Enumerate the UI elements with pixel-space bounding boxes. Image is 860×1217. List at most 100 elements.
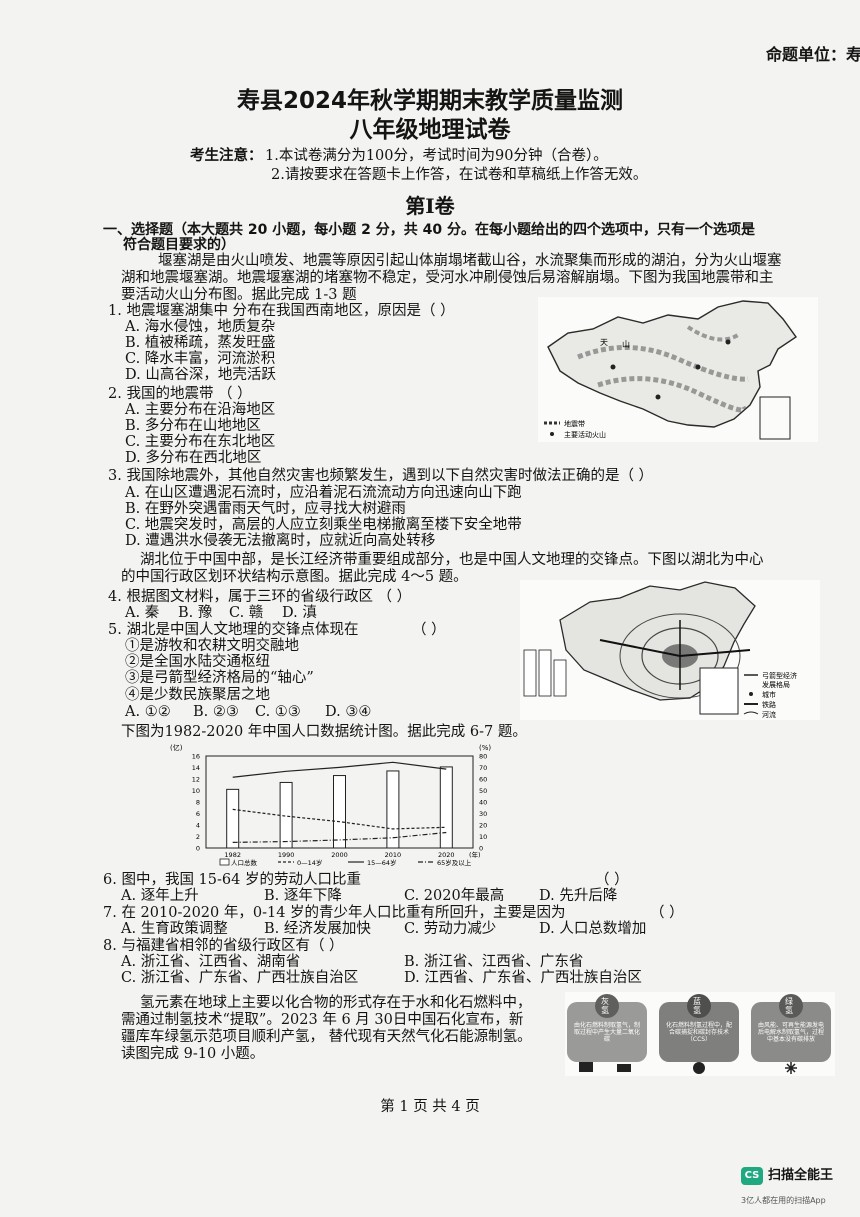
q4-stem: 4. 根据图文材料，属于三环的省级行政区 （ ） [108,589,412,605]
section-heading-cont: 符合题目要求的） [123,237,235,253]
x-tick-label: 2010 [385,851,402,859]
q2-option-a: A. 主要分布在沿海地区 [125,402,276,418]
population-bar [386,770,400,849]
blue-hydrogen-title-2: 氢 [693,1005,701,1015]
watermark-sub: 3亿人都在用的扫描App [741,1196,826,1205]
q4-option-d: D. 滇 [282,605,317,621]
population-bar [333,775,346,849]
series-line-2 [232,761,447,778]
y-right-tick: 30 [479,810,487,818]
q8-option-c: C. 浙江省、广东省、广西壮族自治区 [121,970,359,986]
q4-option-c: C. 赣 [229,605,264,621]
q4-option-b: B. 豫 [178,605,213,621]
y-left-tick: 8 [196,799,200,807]
legend-series-3: 65岁及以上 [437,858,472,867]
q2-option-b: B. 多分布在山地地区 [125,418,261,434]
q7-option-d: D. 人口总数增加 [539,921,647,937]
y-right-unit: (%) [479,744,491,752]
q1-option-a: A. 海水侵蚀，地质复杂 [125,319,276,335]
legend-series-2: 15—64岁 [367,858,397,867]
legend-total: 人口总数 [231,858,258,867]
volume-heading: 第Ⅰ卷 [405,194,455,218]
passage-1-line-3: 要活动火山分布图。据此完成 1-3 题 [121,287,357,303]
y-left-tick: 14 [192,764,200,772]
y-right-tick: 80 [479,753,487,761]
hydrogen-figure: 灰 氢 蓝 氢 绿 氢 由化石燃料制取氢气，制取过程中产生大量二氧化碳 化石燃料… [565,992,835,1076]
y-left-tick: 0 [196,845,200,853]
q5-choice-3: ③是弓箭型经济格局的“轴心” [125,670,314,686]
y-right-tick: 20 [479,822,487,830]
q3-option-d: D. 遭遇洪水侵袭无法撤离时，应就近向高处转移 [125,533,436,549]
q7-paren: （ ） [650,905,684,921]
q1-option-b: B. 植被稀疏，蒸发旺盛 [125,335,276,351]
y-left-tick: 16 [192,753,200,761]
gray-hydrogen-title-2: 氢 [601,1005,609,1015]
q3-option-b: B. 在野外突遇雷雨天气时，应寻找大树避雨 [125,501,406,517]
exam-title: 寿县2024年秋学期期末教学质量监测 [236,88,623,114]
q8-option-a: A. 浙江省、江西省、湖南省 [121,954,301,970]
passage-4-line-4: 读图完成 9-10 小题。 [121,1046,265,1062]
q3-option-c: C. 地震突发时，高层的人应立刻乘坐电梯撤离至楼下安全地带 [125,517,522,533]
q6-paren: （ ） [595,872,629,888]
q5-option-d: D. ③④ [325,704,372,720]
section-heading: 一、选择题（本大题共 20 小题，每小题 2 分，共 40 分。在每小题给出的四… [103,222,755,238]
y-right-tick: 10 [479,833,487,841]
notice-item-1: 1.本试卷满分为100分，考试时间为90分钟（合卷）。 [265,148,608,164]
y-left-tick: 2 [196,833,200,841]
passage-1-line-2: 湖和地震堰塞湖。地震堰塞湖的堵塞物不稳定，受河水冲刷侵蚀后易溶解崩塌。下图为我国… [121,270,774,286]
q5-choice-1: ①是游牧和农耕文明交融地 [125,638,299,654]
y-right-tick: 50 [479,787,487,795]
q5-option-a: A. ①② [125,704,171,720]
factory-icon [579,1062,593,1072]
y-left-tick: 6 [196,810,200,818]
y-right-tick: 60 [479,776,487,784]
y-left-tick: 10 [192,787,200,795]
q1-option-c: C. 降水丰富，河流淤积 [125,351,276,367]
map1-legend-1: 地震带 [564,419,585,428]
hand-icon [693,1062,705,1074]
y-left-tick: 12 [192,776,200,784]
y-right-tick: 40 [479,799,487,807]
watermark-brand: 扫描全能王 [768,1168,834,1183]
q5-stem: 5. 湖北是中国人文地理的交锋点体现在 [108,622,359,638]
q6-stem: 6. 图中，我国 15-64 岁的劳动人口比重 [103,872,361,888]
earthquake-map: 天 山 地震带 主要活动火山 [538,297,818,442]
map1-label-shan: 山 [622,339,630,349]
gray-hydrogen-text: 由化石燃料制取氢气，制取过程中产生大量二氧化碳 [573,1022,640,1043]
q5-paren: （ ） [412,622,446,638]
q8-option-b: B. 浙江省、江西省、广东省 [404,954,584,970]
population-bar [279,781,293,849]
q6-option-a: A. 逐年上升 [121,888,199,904]
population-bar [439,766,453,849]
map1-label-tian: 天 [600,338,608,347]
q2-stem: 2. 我国的地震带 （ ） [108,386,252,402]
legend-swatch-total [219,858,230,866]
notice-item-2: 2.请按要求在答题卡上作答，在试卷和草稿纸上作答无效。 [271,167,648,183]
map2-legend-5: 河流 [762,710,776,719]
map2-legend-1: 弓箭型经济 [762,671,797,680]
y-left-tick: 4 [196,822,200,830]
q1-stem: 1. 地震堰塞湖集中 分布在我国西南地区，原因是（ ） [108,303,455,319]
passage-2-line-1: 湖北位于中国中部，是长江经济带重要组成部分，也是中国人文地理的交锋点。下图以湖北… [140,552,764,568]
q3-option-a: A. 在山区遭遇泥石流时，应沿着泥石流流动方向迅速向山下跑 [125,485,522,501]
x-unit: (年) [469,850,481,859]
page-number: 第 1 页 共 4 页 [380,1099,480,1115]
q1-option-d: D. 山高谷深，地壳活跃 [125,367,276,383]
passage-4-line-1: 氢元素在地球上主要以化合物的形式存在于水和化石燃料中， [140,995,532,1011]
map2-legend-4: 铁路 [762,700,776,709]
q2-option-c: C. 主要分布在东北地区 [125,434,276,450]
q8-stem: 8. 与福建省相邻的省级行政区有（ ） [103,938,344,954]
y-right-tick: 0 [479,845,483,853]
passage-1-line-1: 堰塞湖是由火山喷发、地震等原因引起山体崩塌堵截山谷，水流聚集而形成的湖泊，分为火… [158,253,782,269]
q2-option-d: D. 多分布在西北地区 [125,450,262,466]
passage-4-line-2: 需通过制氢技术“提取”。2023 年 6 月 30日中国石化宣布，新 [121,1012,524,1028]
x-tick-label: 2020 [438,851,455,859]
windmill-icon [785,1062,797,1074]
green-hydrogen-text: 由风能、可再生能源发电后电解水制取氢气，过程中基本没有碳排放 [757,1022,824,1043]
q6-option-c: C. 2020年最高 [404,888,505,904]
q7-option-b: B. 经济发展加快 [264,921,371,937]
notice-label: 考生注意： [190,147,263,164]
blue-hydrogen-text: 化石燃料制氢过程中，配合碳捕捉和碳封存技术（CCS） [665,1022,732,1043]
y-left-unit: (亿) [170,743,183,752]
